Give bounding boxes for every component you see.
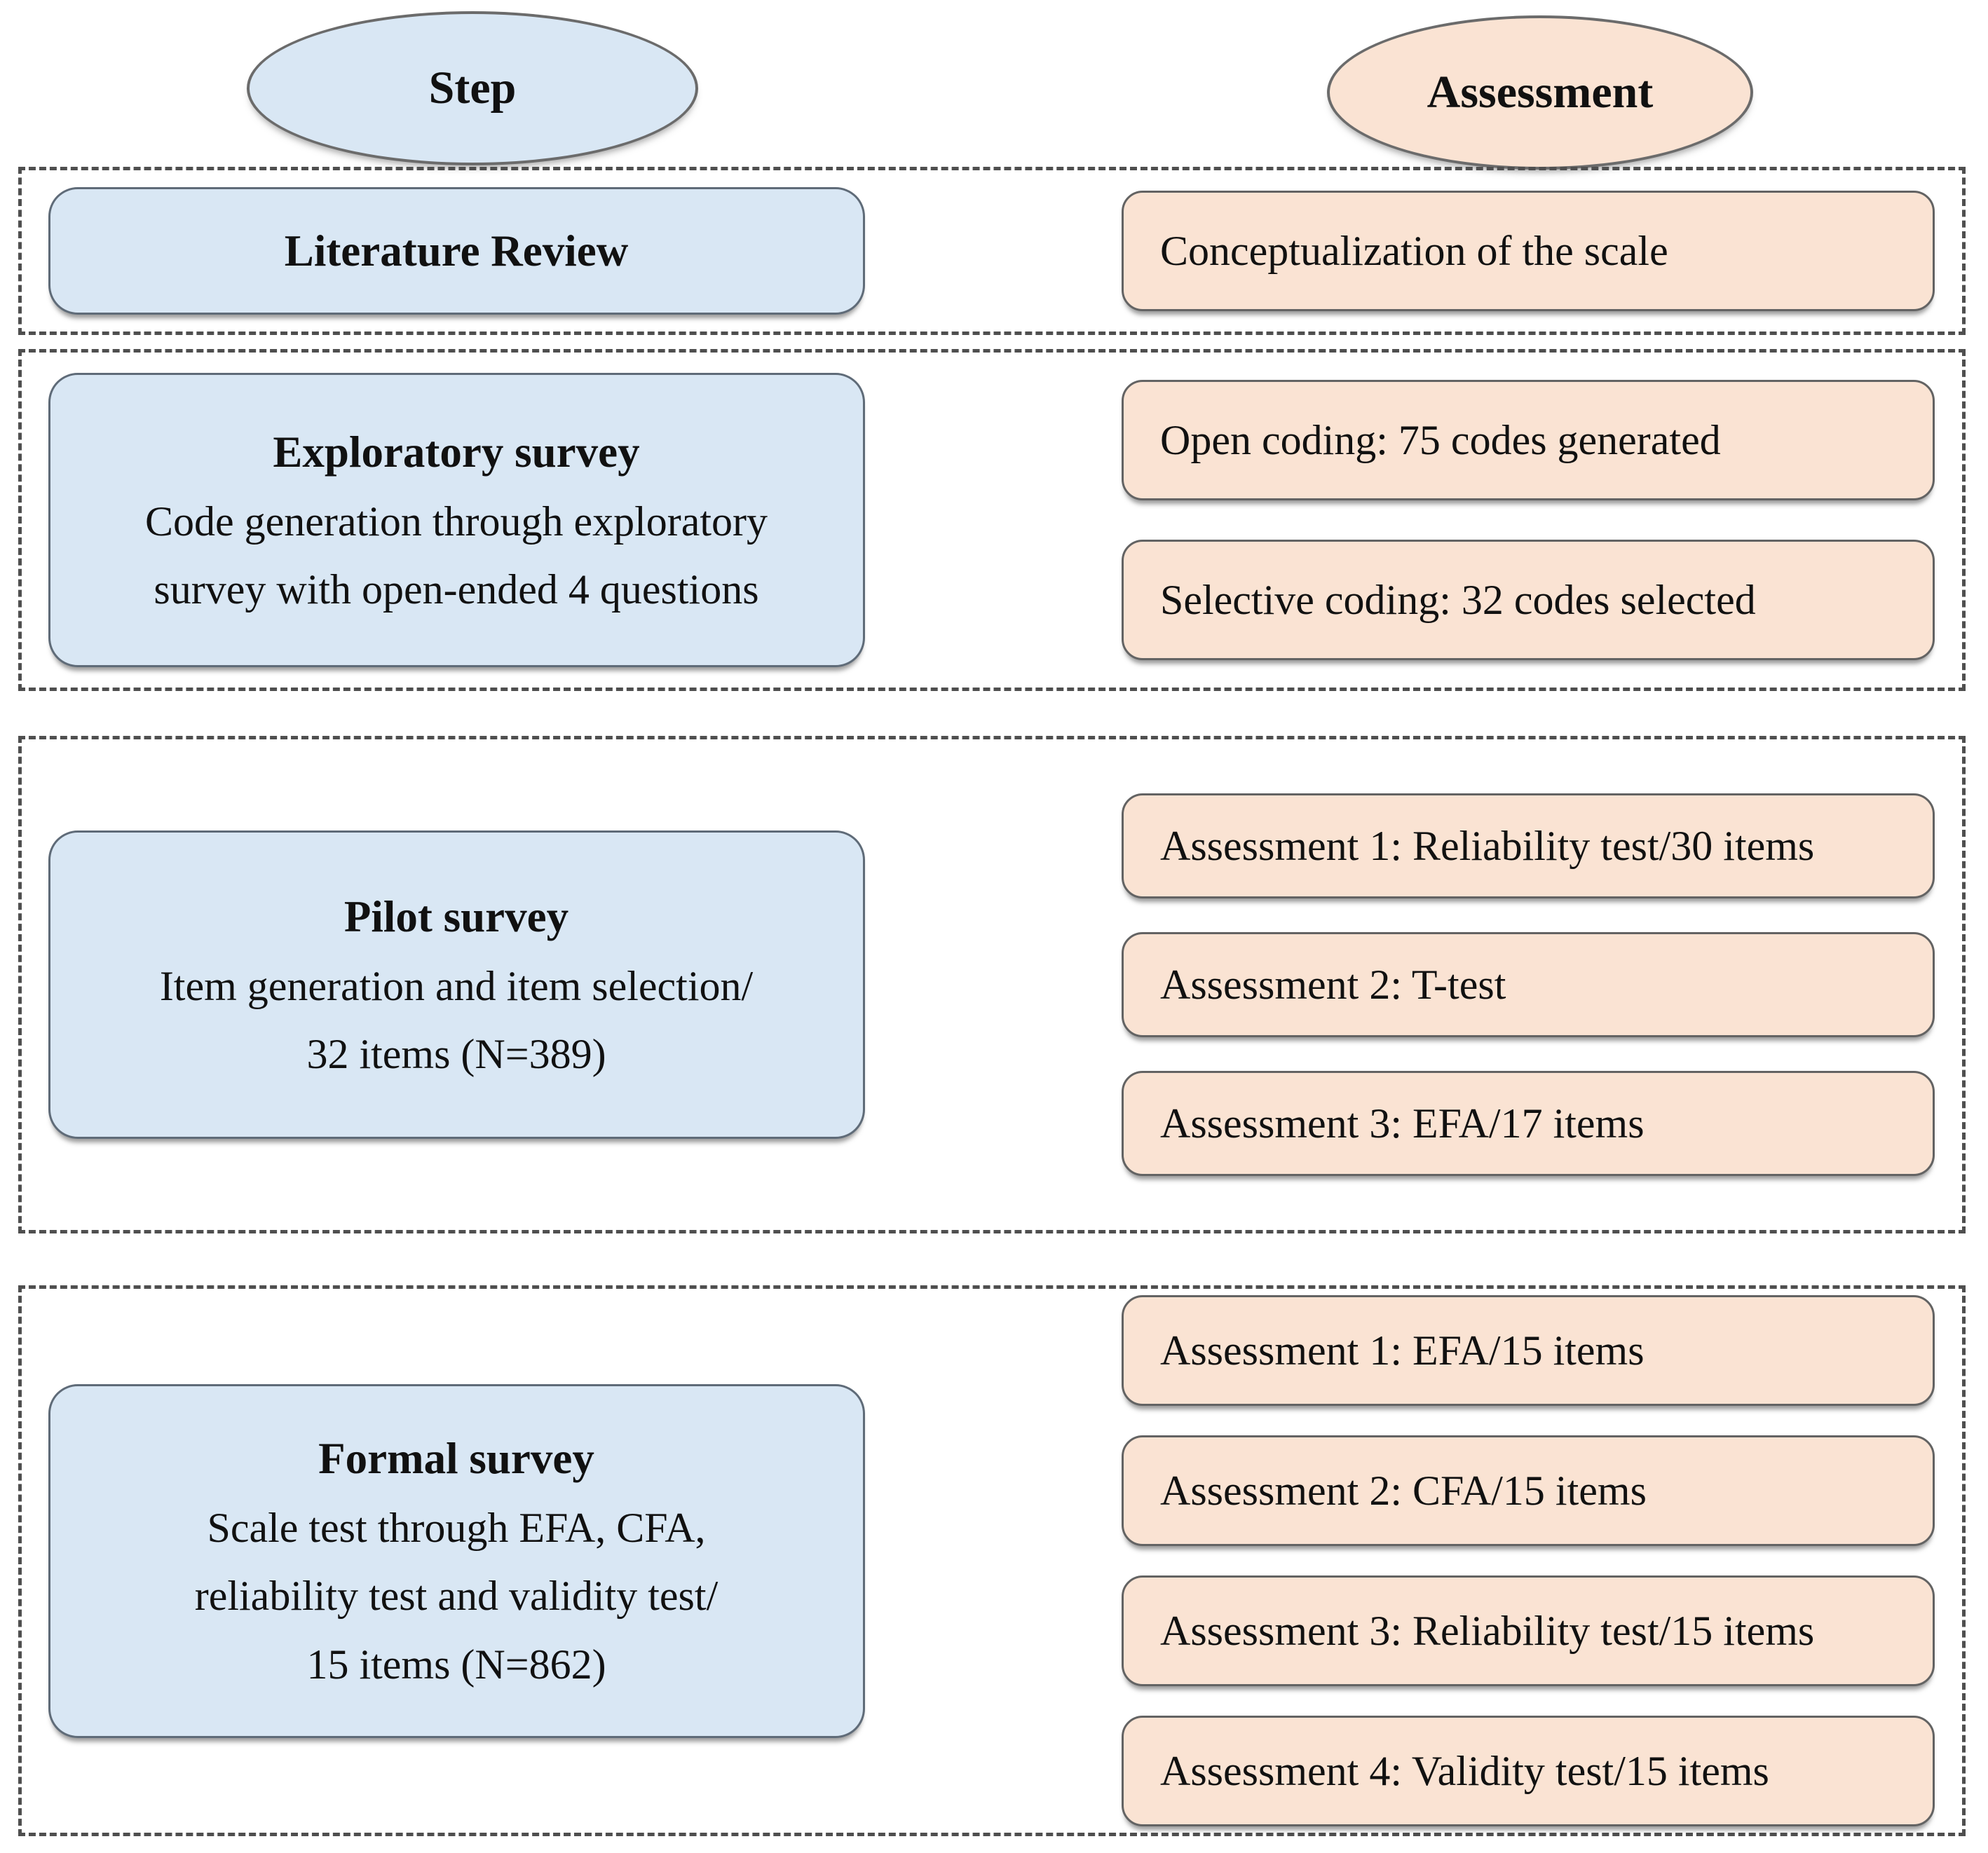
assessment-box: Assessment 1: Reliability test/30 items (1122, 793, 1935, 898)
step-column-cell: Pilot survey Item generation and item se… (22, 739, 891, 1230)
step-box-description-line: reliability test and validity test/ (194, 1573, 719, 1620)
assessment-box: Assessment 4: Validity test/15 items (1122, 1716, 1935, 1826)
assessment-column-cell: Assessment 1: EFA/15 items Assessment 2:… (891, 1289, 1962, 1833)
assessment-box: Assessment 3: EFA/17 items (1122, 1071, 1935, 1176)
step-box-description-line: 32 items (N=389) (306, 1031, 606, 1078)
step-box-formal-survey: Formal survey Scale test through EFA, CF… (48, 1383, 865, 1738)
step-box-title: Literature Review (284, 226, 629, 275)
step-column-cell: Literature Review (22, 170, 891, 331)
assessment-box: Conceptualization of the scale (1122, 191, 1935, 311)
step-box-title: Exploratory survey (273, 427, 640, 477)
assessment-column-cell: Conceptualization of the scale (891, 170, 1962, 331)
step-column-label: Step (428, 62, 517, 114)
assessment-box: Selective coding: 32 codes selected (1122, 540, 1935, 660)
step-box-description-line: Item generation and item selection/ (159, 962, 754, 1009)
step-box-pilot-survey: Pilot survey Item generation and item se… (48, 830, 865, 1139)
step-box-literature-review: Literature Review (48, 187, 865, 315)
assessment-column-ellipse: Assessment (1327, 15, 1753, 170)
section-exploratory-survey: Exploratory survey Code generation throu… (18, 349, 1966, 691)
section-literature-review: Literature Review Conceptualization of t… (18, 167, 1966, 335)
assessment-box: Assessment 2: CFA/15 items (1122, 1435, 1935, 1546)
assessment-box: Assessment 3: Reliability test/15 items (1122, 1575, 1935, 1686)
step-column-cell: Exploratory survey Code generation throu… (22, 353, 891, 688)
assessment-box: Open coding: 75 codes generated (1122, 380, 1935, 500)
step-box-description-line: survey with open-ended 4 questions (154, 566, 759, 613)
section-pilot-survey: Pilot survey Item generation and item se… (18, 736, 1966, 1233)
assessment-column-cell: Assessment 1: Reliability test/30 items … (891, 739, 1962, 1230)
step-column-cell: Formal survey Scale test through EFA, CF… (22, 1289, 891, 1833)
assessment-column-label: Assessment (1427, 67, 1654, 118)
assessment-box: Assessment 1: EFA/15 items (1122, 1295, 1935, 1406)
step-box-description-line: Scale test through EFA, CFA, (207, 1505, 706, 1552)
step-box-exploratory-survey: Exploratory survey Code generation throu… (48, 373, 865, 667)
section-formal-survey: Formal survey Scale test through EFA, CF… (18, 1285, 1966, 1836)
step-box-description-line: Code generation through exploratory (144, 498, 768, 545)
assessment-box: Assessment 2: T-test (1122, 932, 1935, 1037)
step-box-title: Pilot survey (343, 891, 569, 941)
step-box-title: Formal survey (318, 1434, 594, 1484)
step-column-ellipse: Step (247, 11, 698, 165)
assessment-column-cell: Open coding: 75 codes generated Selectiv… (891, 353, 1962, 688)
step-box-description-line: 15 items (N=862) (306, 1641, 606, 1688)
